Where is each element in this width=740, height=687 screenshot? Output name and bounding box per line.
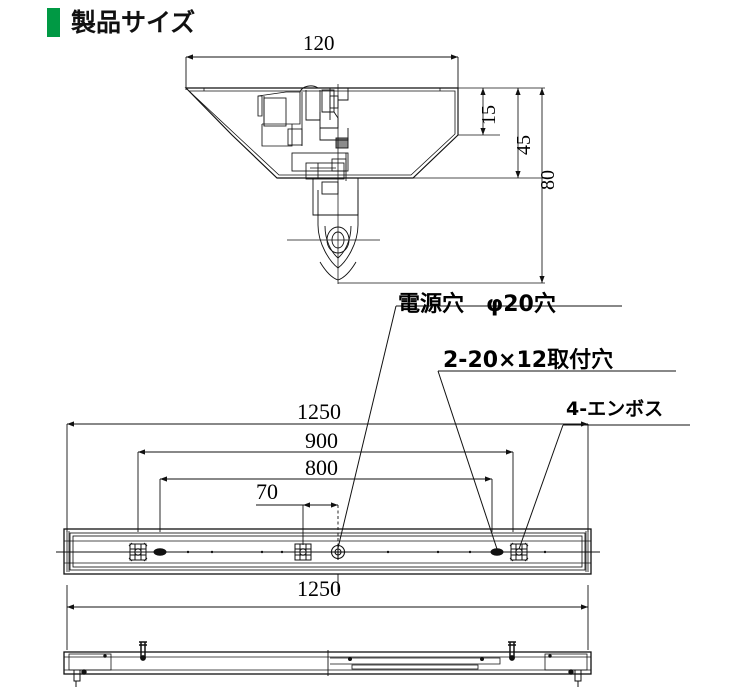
dim-900 (137, 449, 514, 532)
dim-label-70: 70 (256, 479, 278, 504)
elevation-bracket (73, 669, 582, 687)
mounting-slot-symbol (153, 548, 504, 556)
dim-1250-bottom (66, 574, 589, 650)
dim-label-900: 900 (305, 428, 338, 453)
dim-80 (539, 88, 545, 283)
dim-70 (256, 502, 339, 545)
elevation-screw (139, 641, 516, 661)
annotation-emboss: 4-エンボス (566, 398, 664, 420)
dim-15 (480, 88, 486, 135)
section-center-mechanism (299, 85, 349, 149)
accent-bar-icon (47, 7, 60, 37)
elevation-diffuser (330, 657, 501, 670)
dim-label-800: 800 (305, 455, 338, 480)
dim-45 (515, 88, 521, 178)
section-internal-detail (257, 91, 303, 147)
annotation-mounting-hole: 2-20×12取付穴 (443, 348, 614, 373)
leader-emboss (518, 424, 690, 550)
section-header: 製品サイズ (0, 0, 740, 44)
emboss-symbol (128, 542, 529, 562)
dim-label-15: 15 (478, 105, 500, 125)
dim-label-45: 45 (513, 135, 535, 155)
section-inner-profile (187, 90, 456, 176)
power-hole-symbol (330, 544, 346, 560)
dim-800 (159, 476, 493, 532)
page-title: 製品サイズ (71, 7, 196, 37)
plan-reference-dots (186, 550, 547, 554)
dim-label-80: 80 (537, 170, 559, 190)
elevation-body-inner (64, 653, 591, 671)
section-lens-assembly (312, 178, 359, 281)
annotation-power-hole: 電源穴 φ20穴 (398, 292, 556, 317)
leader-mounting-hole (437, 370, 676, 550)
elevation-body (63, 651, 592, 675)
dim-120 (185, 54, 459, 90)
elevation-end-ticks (103, 654, 552, 658)
dim-label-1250-bottom: 1250 (297, 576, 341, 601)
dim-1250-top (66, 421, 589, 532)
dim-label-120: 120 (303, 31, 335, 55)
section-top-ticks (203, 88, 441, 91)
dim-label-1250-top: 1250 (297, 399, 341, 424)
dim-extension-lines-right (338, 87, 545, 284)
section-lower-box (291, 152, 349, 181)
leader-power-hole (337, 305, 622, 549)
